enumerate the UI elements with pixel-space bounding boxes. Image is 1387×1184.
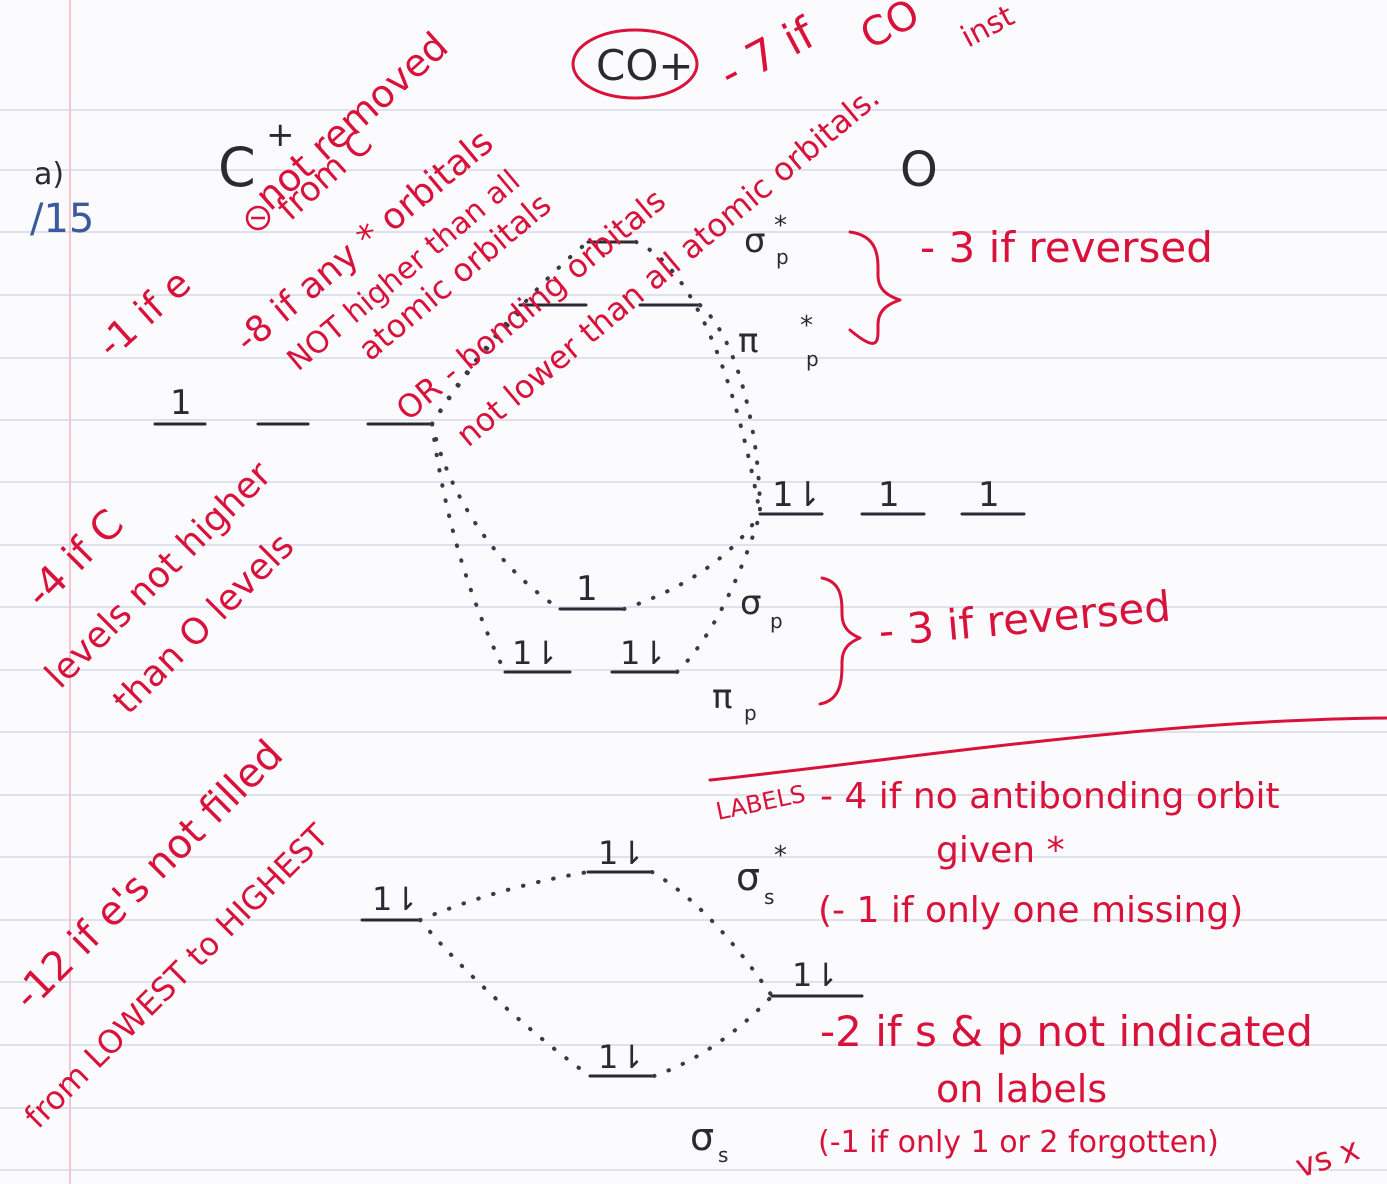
rubric-corner: vs x xyxy=(1291,1129,1364,1184)
rubric-reversed-mid: - 3 if reversed xyxy=(818,576,1173,706)
svg-text:on labels: on labels xyxy=(936,1067,1107,1111)
correlation-lines xyxy=(418,240,774,1078)
mo-sigma-s: 1⇂ σ s xyxy=(588,1038,728,1167)
svg-text:s: s xyxy=(764,885,774,909)
svg-text:1⇂: 1⇂ xyxy=(620,634,667,672)
svg-text:- 7 if: - 7 if xyxy=(711,7,824,99)
svg-text:-2 if s & p not indicated: -2 if s & p not indicated xyxy=(820,1007,1313,1056)
c-2s-level: 1⇂ xyxy=(360,880,422,922)
svg-text:1⇂: 1⇂ xyxy=(598,1038,645,1076)
rubric-reversed-top: - 3 if reversed xyxy=(848,223,1213,345)
rubric-labels: LABELS - 4 if no antibonding orbit given… xyxy=(713,776,1279,931)
svg-text:1: 1 xyxy=(978,475,1000,515)
svg-text:1⇂: 1⇂ xyxy=(792,956,839,994)
svg-text:s: s xyxy=(718,1143,728,1167)
part-label: a) xyxy=(34,157,64,192)
svg-text:1⇂: 1⇂ xyxy=(772,475,822,515)
o-2s-level: 1⇂ xyxy=(770,956,864,998)
svg-text:1⇂: 1⇂ xyxy=(512,634,559,672)
svg-text:-1 if e: -1 if e xyxy=(89,261,200,367)
svg-text:(- 1 if only one missing): (- 1 if only one missing) xyxy=(818,890,1243,931)
svg-text:- 4 if no antibonding orbit: - 4 if no antibonding orbit xyxy=(820,776,1280,817)
rubric-divider xyxy=(708,716,1387,782)
c-2p-levels: 1 xyxy=(153,383,432,426)
mo-pi-p: 1⇂ 1⇂ π p xyxy=(503,634,757,725)
molecule-title: CO+ xyxy=(571,28,699,100)
svg-text:π: π xyxy=(712,677,732,717)
svg-text:π: π xyxy=(738,321,758,361)
mo-sigma-p: 1 σ p xyxy=(558,569,783,633)
svg-text:*: * xyxy=(800,311,813,341)
ruled-lines xyxy=(0,109,1387,1171)
svg-text:given *: given * xyxy=(936,830,1065,871)
svg-text:p: p xyxy=(806,347,819,371)
svg-text:1⇂: 1⇂ xyxy=(598,834,645,872)
svg-text:σ: σ xyxy=(736,855,760,899)
svg-text:inst: inst xyxy=(955,0,1020,55)
svg-text:p: p xyxy=(776,245,789,269)
carbon-charge: + xyxy=(266,115,295,155)
svg-text:not lower than all atomic orbi: not lower than all atomic orbitals. xyxy=(449,78,887,454)
svg-text:σ: σ xyxy=(740,583,762,623)
o-2p-levels: 1⇂ 1 1 xyxy=(758,475,1026,516)
svg-text:*: * xyxy=(774,841,787,871)
carbon-header: C xyxy=(218,136,256,199)
svg-text:σ: σ xyxy=(744,221,766,261)
rubric-fill-order: -12 if e's not filled from LOWEST to HIG… xyxy=(5,731,337,1135)
svg-text:CO: CO xyxy=(853,0,927,59)
svg-text:p: p xyxy=(770,609,783,633)
svg-text:1: 1 xyxy=(576,569,598,609)
svg-text:*: * xyxy=(774,211,787,241)
svg-text:CO+: CO+ xyxy=(596,41,694,90)
oxygen-header: O xyxy=(900,142,938,198)
points-label: /15 xyxy=(30,196,94,242)
svg-text:- 3 if reversed: - 3 if reversed xyxy=(877,582,1173,656)
svg-text:LABELS: LABELS xyxy=(713,780,807,826)
svg-text:- 3 if reversed: - 3 if reversed xyxy=(920,223,1213,272)
svg-text:(-1 if only 1 or 2 forgotten): (-1 if only 1 or 2 forgotten) xyxy=(818,1125,1219,1160)
svg-text:p: p xyxy=(744,701,757,725)
rubric-s-p: -2 if s & p not indicated on labels (-1 … xyxy=(818,1007,1313,1160)
svg-text:1: 1 xyxy=(878,475,900,515)
svg-text:1⇂: 1⇂ xyxy=(372,880,419,918)
c-2p-electron: 1 xyxy=(170,383,192,423)
mo-sigma-s-star: 1⇂ σ s * xyxy=(586,834,787,909)
rubric-c-levels: -4 if C levels not higher than O levels xyxy=(17,454,303,722)
mo-pi-p-star: π p * xyxy=(518,303,819,371)
svg-text:σ: σ xyxy=(690,1115,714,1159)
mo-sigma-p-star: σ p * xyxy=(586,211,789,269)
